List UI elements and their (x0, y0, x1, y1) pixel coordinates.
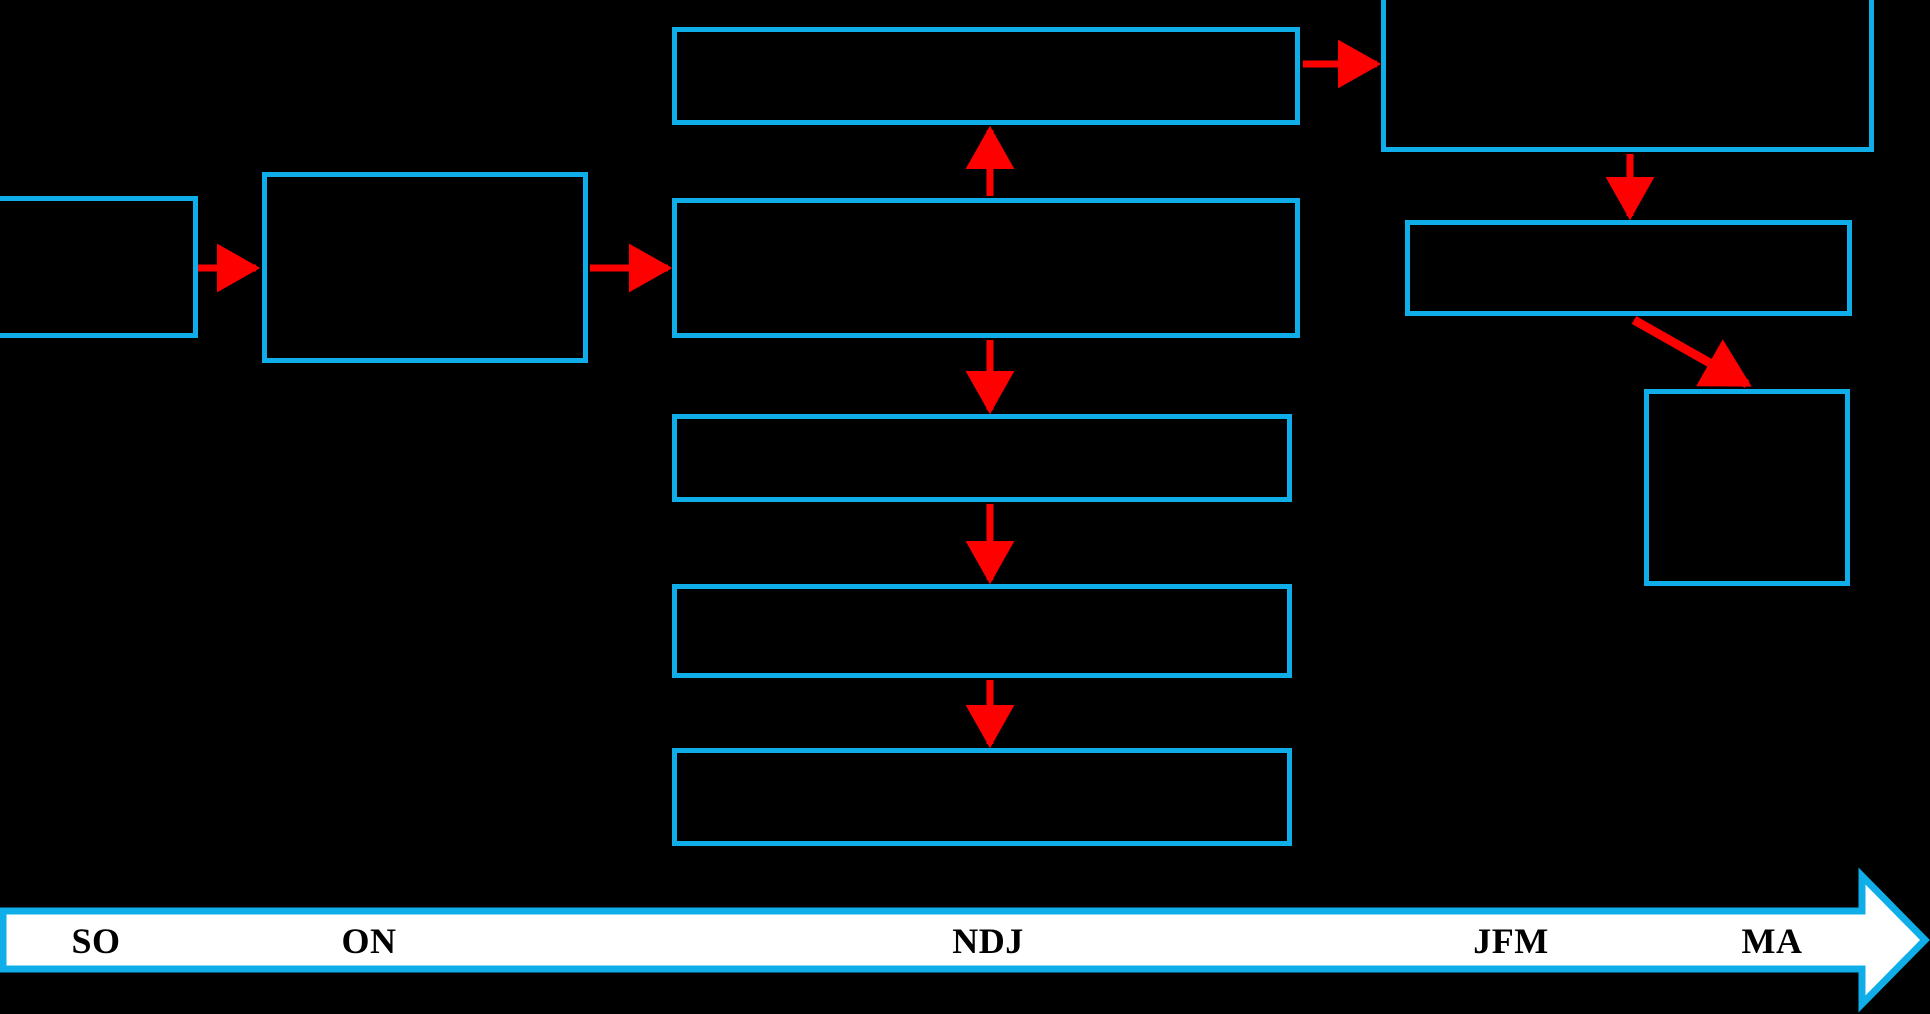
timeline-label-ndj: NDJ (952, 921, 1024, 961)
flow-node-7[interactable] (672, 748, 1292, 846)
flow-node-10[interactable] (1644, 389, 1850, 586)
timeline-label-on: ON (341, 921, 397, 961)
flow-node-3[interactable] (672, 27, 1300, 125)
flow-node-5[interactable] (672, 414, 1292, 502)
flow-node-6[interactable] (672, 584, 1292, 678)
flow-node-4[interactable] (672, 198, 1300, 338)
arrow-node9-to-node10 (1631, 316, 1752, 388)
timeline-label-ma: MA (1741, 921, 1803, 961)
timeline-arrow-shape (0, 867, 1930, 1013)
flow-node-9[interactable] (1405, 220, 1852, 316)
flow-node-8[interactable] (1381, 0, 1874, 152)
timeline-label-jfm: JFM (1473, 921, 1549, 961)
flow-node-2[interactable] (262, 172, 588, 363)
season-timeline-arrow (0, 867, 1930, 1013)
timeline-label-so: SO (71, 921, 121, 961)
flow-node-1[interactable] (0, 196, 198, 338)
